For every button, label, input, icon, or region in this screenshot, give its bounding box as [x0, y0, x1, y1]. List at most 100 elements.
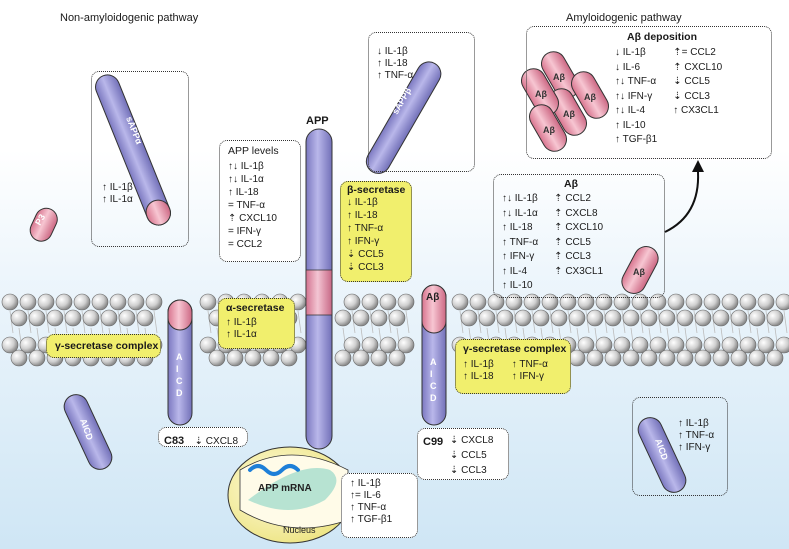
effect-line: ↑ TGF-β1	[615, 134, 658, 145]
lipid-head	[73, 293, 91, 311]
c99-abeta-text: Aβ	[426, 292, 439, 303]
effect-line: ⇡= CCL2	[673, 47, 716, 58]
effect-line: ↑↓ IL-1β	[502, 193, 538, 204]
sappa-box: ↑ IL-1β ↑ IL-1α	[91, 71, 189, 247]
lipid-head	[379, 293, 397, 311]
lipid-head	[397, 336, 415, 354]
effect-line: ⇡ CCL2	[554, 193, 591, 204]
lipid-head	[388, 309, 406, 327]
lipid-head	[370, 349, 388, 367]
lipid-tail	[27, 310, 32, 334]
lipid-tail	[567, 310, 572, 334]
lipid-head	[127, 293, 145, 311]
lipid-head	[244, 349, 262, 367]
lipid-tail	[369, 310, 374, 334]
effect-line: ↑ IFN-γ	[502, 251, 535, 262]
lipid-head	[334, 349, 352, 367]
lipid-head	[766, 349, 784, 367]
effect-line: ↑ TNF-α	[347, 223, 384, 234]
lipid-head	[676, 349, 694, 367]
lipid-head	[730, 349, 748, 367]
lipid-head	[766, 309, 784, 327]
effect-line: ↑ IL-18	[463, 371, 494, 382]
lipid-head	[262, 349, 280, 367]
abeta-monomer	[621, 246, 659, 294]
lipid-head	[775, 293, 789, 311]
effect-line: ↑ IL-4	[502, 265, 528, 277]
aicd-letter: I	[176, 364, 179, 374]
svg-text:AICD: AICD	[176, 352, 183, 398]
lipid-head	[361, 336, 379, 354]
lipid-head	[145, 293, 163, 311]
c99-label: C99	[423, 436, 444, 448]
c99-box: C99 ⇣ CXCL8 ⇣ CCL5 ⇣ CCL3	[417, 428, 509, 480]
gamma-secretase-right-title: γ-secretase complex	[463, 343, 567, 355]
lipid-head	[721, 336, 739, 354]
lipid-head	[451, 293, 469, 311]
lipid-tail	[351, 310, 356, 334]
svg-text:Aβ: Aβ	[543, 125, 555, 135]
lipid-head	[730, 309, 748, 327]
effect-line: ↑ IFN-γ	[347, 236, 380, 247]
alpha-secretase-box: α-secretase ↑ IL-1β ↑ IL-1α	[218, 298, 295, 349]
aggregation-arrowhead	[692, 160, 704, 172]
lipid-head	[658, 349, 676, 367]
svg-text:AICD: AICD	[430, 357, 437, 403]
lipid-head	[118, 309, 136, 327]
app-protein	[305, 128, 333, 450]
aggregation-arrow	[664, 171, 700, 233]
lipid-head	[685, 293, 703, 311]
effect-line: = CCL2	[228, 239, 263, 250]
effect-line: = TNF-α	[228, 200, 265, 211]
effect-line: ↑ IL-1β	[463, 359, 494, 370]
lipid-tail	[297, 310, 302, 334]
aicd-letter: A	[430, 357, 437, 367]
lipid-head	[622, 309, 640, 327]
gamma-secretase-left-box: γ-secretase complex	[46, 334, 161, 358]
aicd-letter: D	[430, 393, 437, 403]
lipid-head	[748, 309, 766, 327]
lipid-head	[577, 336, 595, 354]
alpha-secretase-title: α-secretase	[226, 302, 285, 314]
effect-line: ⇣ CCL3	[347, 262, 384, 273]
effect-line: ↑ TNF-α	[377, 70, 414, 81]
effect-line: ⇡ CCL3	[554, 251, 591, 262]
lipid-head	[613, 293, 631, 311]
lipid-head	[775, 336, 789, 354]
abeta-aggregates	[521, 51, 609, 152]
lipid-head	[1, 293, 19, 311]
effect-line: ↑ IL-1β	[226, 317, 257, 328]
effect-line: ⇣ CXCL8	[194, 436, 239, 447]
lipid-tail	[657, 310, 662, 334]
effect-line: ↑ IL-10	[615, 119, 646, 131]
amyloidogenic-title: Amyloidogenic pathway	[566, 12, 682, 24]
lipid-head	[631, 336, 649, 354]
lipid-tail	[45, 310, 50, 334]
lipid-head	[82, 309, 100, 327]
lipid-head	[379, 336, 397, 354]
lipid-head	[550, 309, 568, 327]
effect-line: ↓ IL-1β	[347, 197, 378, 208]
lipid-head	[10, 349, 28, 367]
lipid-tail	[531, 310, 536, 334]
lipid-head	[388, 349, 406, 367]
nucleus-effects-box: ↑ IL-1β ↑= IL-6 ↑ TNF-α ↑ TGF-β1	[341, 473, 418, 538]
lipid-tail	[729, 310, 734, 334]
lipid-tail	[153, 310, 158, 334]
effect-line: ↑= IL-6	[350, 490, 381, 501]
lipid-head	[604, 349, 622, 367]
lipid-tail	[711, 310, 716, 334]
lipid-head	[199, 293, 217, 311]
lipid-head	[1, 336, 19, 354]
effect-line: ↑ IFN-γ	[678, 442, 711, 453]
nucleus	[227, 446, 353, 544]
lipid-head	[685, 336, 703, 354]
effect-line: ↑↓ IL-1β	[228, 161, 264, 172]
p3-fragment	[29, 207, 58, 242]
effect-line: ↑↓ IL-1α	[502, 207, 538, 219]
lipid-head	[91, 293, 109, 311]
lipid-tail	[765, 310, 770, 334]
svg-text:Aβ: Aβ	[633, 267, 645, 277]
